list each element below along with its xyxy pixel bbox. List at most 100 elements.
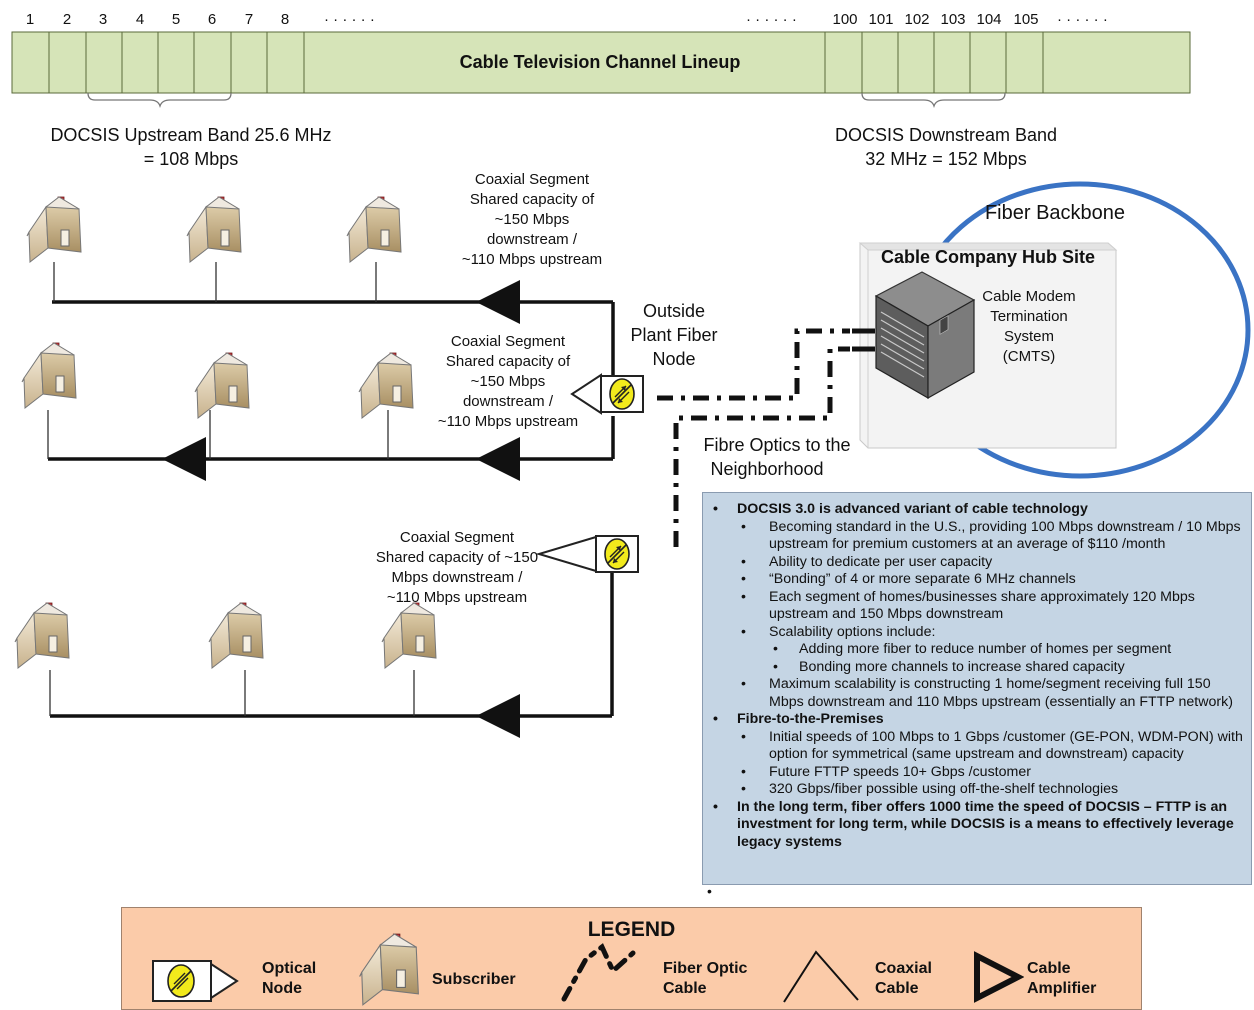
- downstream-band-label: DOCSIS Downstream Band: [835, 125, 1057, 145]
- svg-text:Mbps downstream /: Mbps downstream /: [392, 569, 524, 586]
- channel-cell: [1042, 31, 1191, 94]
- channel-number: 5: [172, 11, 180, 28]
- info-heading: •Fibre-to-the-Premises: [713, 711, 1245, 729]
- info-item: •Becoming standard in the U.S., providin…: [713, 519, 1245, 554]
- channel-number: 4: [136, 11, 144, 28]
- bullet-text: Initial speeds of 100 Mbps to 1 Gbps /cu…: [769, 728, 1243, 763]
- channel-cell: [933, 31, 971, 94]
- channel-lineup-title: Cable Television Channel Lineup: [460, 52, 741, 72]
- svg-text:Shared capacity of ~150: Shared capacity of ~150: [376, 549, 538, 566]
- info-heading: • DOCSIS 3.0 is advanced variant of cable…: [713, 501, 1245, 519]
- downstream-band-rate: 32 MHz = 152 Mbps: [865, 149, 1027, 169]
- info-item: •Each segment of homes/businesses share …: [713, 589, 1245, 624]
- channel-cell: [230, 31, 268, 94]
- bullet-text: DOCSIS 3.0 is advanced variant of cable …: [737, 501, 1088, 517]
- channel-number: 6: [208, 11, 216, 28]
- legend-box: LEGEND Optical Node Subscriber Fiber Opt…: [121, 907, 1142, 1010]
- info-item: • Initial speeds of 100 Mbps to 1 Gbps /c…: [713, 729, 1245, 764]
- info-trailing-bullet: •: [707, 883, 712, 899]
- house-icon: [358, 352, 414, 419]
- optical-node-icon: [152, 960, 239, 1002]
- channel-cell: [824, 31, 863, 94]
- channel-cell: [969, 31, 1007, 94]
- bullet-marker: •: [741, 518, 746, 535]
- house-icon: [346, 196, 402, 263]
- svg-text:downstream /: downstream /: [487, 231, 578, 248]
- house-icon: [359, 933, 419, 1006]
- svg-text:Coaxial Segment: Coaxial Segment: [451, 333, 566, 350]
- legend-title: LEGEND: [587, 918, 676, 941]
- fibre-optics-label: Fibre Optics to the Neighborhood: [703, 435, 850, 479]
- cmts-label-line-1: Cable Modem: [982, 288, 1075, 305]
- channel-cell: [157, 31, 195, 94]
- coax-connector-stubs: [852, 328, 875, 352]
- bullet-marker: •: [741, 553, 746, 570]
- fiber-optic-cables: [657, 328, 850, 547]
- channel-number: 101: [868, 11, 893, 28]
- bullet-text: Future FTTP speeds 10+ Gbps /customer: [769, 763, 1031, 780]
- cmts-label-line-4: (CMTS): [1003, 348, 1056, 365]
- house-drop-lines: [47, 262, 415, 716]
- svg-text:Coaxial Segment: Coaxial Segment: [400, 529, 515, 546]
- segment-3-label: Coaxial Segment Shared capacity of ~150 …: [376, 529, 538, 606]
- house-icon: [21, 342, 77, 409]
- house-icon: [194, 352, 250, 419]
- optical-node-icon: [570, 373, 644, 415]
- channel-number: 105: [1013, 11, 1038, 28]
- info-item: • “Bonding” of 4 or more separate 6 MHz c…: [713, 571, 1245, 589]
- svg-text:Shared capacity of: Shared capacity of: [470, 191, 595, 208]
- bullet-marker: •: [741, 676, 746, 692]
- channel-cell: [303, 31, 826, 94]
- cmts-label-line-2: Termination: [990, 308, 1068, 325]
- svg-text:~110 Mbps upstream: ~110 Mbps upstream: [438, 413, 578, 430]
- fiber-optic-cable-icon: [561, 943, 636, 1002]
- channel-number: 8: [281, 11, 289, 28]
- svg-text:~110 Mbps upstream: ~110 Mbps upstream: [462, 251, 602, 268]
- upstream-band-label: DOCSIS Upstream Band 25.6 MHz: [50, 125, 331, 145]
- channel-cell: [11, 31, 50, 94]
- channel-cell: [48, 31, 87, 94]
- channel-number: 100: [832, 11, 857, 28]
- hub-site-title: Cable Company Hub Site: [881, 247, 1095, 267]
- info-subitem: •Bonding more channels to increase share…: [713, 659, 1245, 677]
- bullet-marker: •: [741, 588, 746, 605]
- bullet-text: In the long term, fiber offers 1000 time…: [737, 798, 1234, 850]
- channel-number: 102: [904, 11, 929, 28]
- bullet-marker: •: [773, 641, 778, 657]
- bullet-text: Maximum scalability is constructing 1 ho…: [769, 676, 1233, 710]
- svg-text:Plant Fiber: Plant Fiber: [630, 325, 717, 345]
- bullet-text: Ability to dedicate per user capacity: [769, 553, 993, 570]
- optical-node-icon: [535, 535, 639, 573]
- legend-label-coaxial-cable: Coaxial Cable: [875, 960, 932, 997]
- svg-text:Coaxial Segment: Coaxial Segment: [475, 171, 590, 188]
- svg-text:downstream /: downstream /: [463, 393, 554, 410]
- info-item: • Ability to dedicate per user capacity: [713, 554, 1245, 572]
- channel-cell: [861, 31, 899, 94]
- channel-ellipsis: · · · · · ·: [1057, 11, 1108, 28]
- legend-label-cable-amplifier: Cable Amplifier: [1027, 960, 1097, 997]
- downstream-brace: [861, 92, 1006, 109]
- bullet-marker: •: [741, 728, 746, 745]
- legend-label-subscriber: Subscriber: [432, 971, 516, 988]
- bullet-marker: •: [713, 501, 718, 517]
- svg-text:Shared capacity of: Shared capacity of: [446, 353, 571, 370]
- info-subitem: •Adding more fiber to reduce number of h…: [713, 641, 1245, 659]
- svg-text:Fibre Optics to the: Fibre Optics to the: [703, 435, 850, 455]
- legend-label-fiber-optic-cable: Fiber Optic Cable: [663, 960, 748, 997]
- bullet-marker: •: [741, 763, 746, 780]
- channel-cell: [266, 31, 305, 94]
- bullet-marker: •: [741, 623, 746, 640]
- house-icon: [26, 196, 82, 263]
- cable-amplifier-icon: [162, 280, 520, 738]
- bullet-marker: •: [741, 571, 746, 587]
- channel-number: 3: [99, 11, 107, 28]
- house-icon: [186, 196, 242, 263]
- channel-cell: [1005, 31, 1044, 94]
- channel-cell: [121, 31, 159, 94]
- channel-ellipsis: · · · · · ·: [746, 11, 797, 28]
- info-heading: •In the long term, fiber offers 1000 tim…: [713, 799, 1245, 852]
- bullet-text: “Bonding” of 4 or more separate 6 MHz ch…: [769, 571, 1076, 587]
- channel-cell: [193, 31, 232, 94]
- house-icon: [381, 602, 437, 669]
